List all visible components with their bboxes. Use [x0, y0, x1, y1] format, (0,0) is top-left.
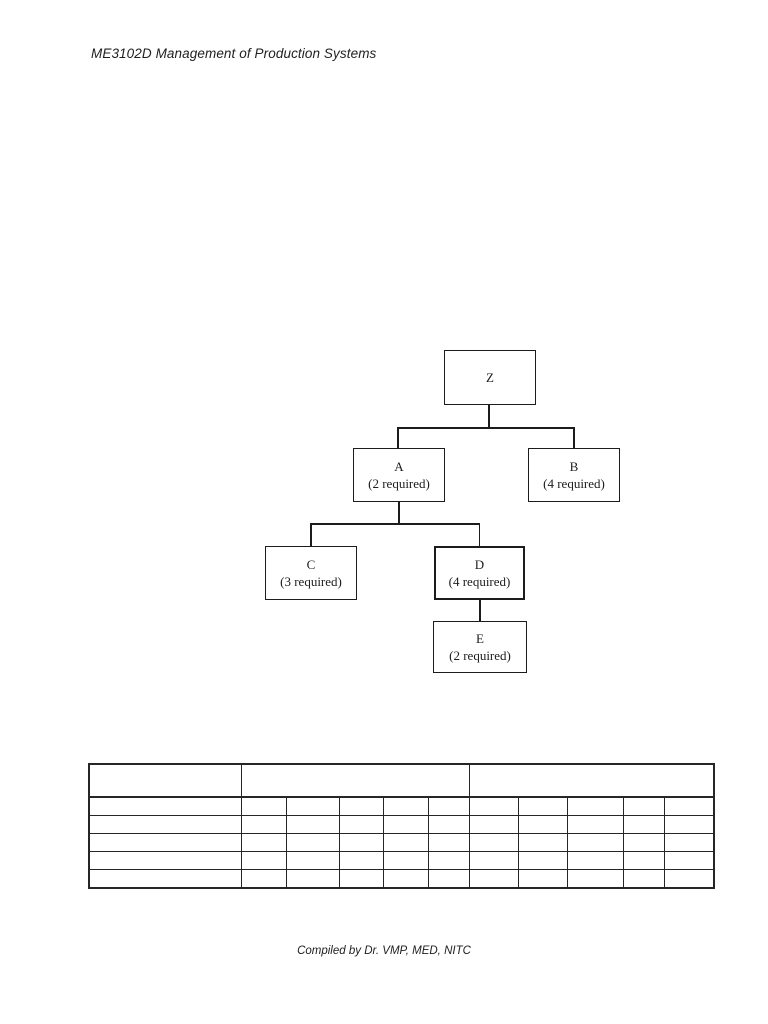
connector-a-drop	[398, 502, 400, 525]
table-cell	[622, 833, 665, 852]
table-cell	[427, 796, 470, 816]
connector-zab	[397, 427, 574, 429]
table-cell	[663, 869, 715, 889]
bom-node-z-label: Z	[486, 370, 494, 385]
bom-node-d-label: D	[474, 557, 485, 572]
table-cell	[338, 869, 384, 889]
bom-node-b: B (4 required)	[528, 448, 620, 502]
table-cell	[427, 815, 470, 834]
table-cell	[240, 869, 287, 889]
bom-node-e-label: E	[476, 631, 484, 646]
connector-c-riser	[310, 523, 312, 546]
table-cell	[566, 833, 624, 852]
bom-node-a: A (2 required)	[353, 448, 445, 502]
table-cell	[240, 833, 287, 852]
table-cell	[338, 796, 384, 816]
table-row	[88, 815, 715, 834]
table-cell	[88, 851, 242, 870]
table-cell	[88, 869, 242, 889]
bom-node-b-label: B	[569, 459, 579, 474]
table-cell	[382, 851, 429, 870]
table-cell	[338, 815, 384, 834]
table-cell	[566, 851, 624, 870]
table-header-cell	[468, 763, 715, 798]
table-cell	[517, 815, 568, 834]
connector-z-drop	[488, 405, 490, 428]
bom-node-c: C (3 required)	[265, 546, 357, 600]
table-cell	[517, 869, 568, 889]
table-cell	[427, 833, 470, 852]
table-cell	[427, 869, 470, 889]
bom-node-a-qty: (2 required)	[368, 476, 430, 491]
bom-node-e: E (2 required)	[433, 621, 527, 673]
mrp-table-body	[88, 763, 715, 889]
table-cell	[240, 815, 287, 834]
table-row	[88, 833, 715, 852]
bom-node-a-label: A	[394, 459, 404, 474]
table-cell	[382, 869, 429, 889]
table-cell	[517, 796, 568, 816]
table-cell	[663, 815, 715, 834]
table-cell	[88, 833, 242, 852]
table-cell	[88, 815, 242, 834]
bom-node-c-qty: (3 required)	[280, 574, 342, 589]
table-cell	[468, 833, 519, 852]
bom-node-d: D (4 required)	[434, 546, 525, 600]
table-header-row	[88, 763, 715, 798]
table-cell	[622, 796, 665, 816]
table-header-cell	[88, 763, 242, 798]
table-cell	[240, 796, 287, 816]
table-cell	[382, 833, 429, 852]
footer-credit: Compiled by Dr. VMP, MED, NITC	[297, 945, 471, 957]
connector-d-riser	[478, 523, 480, 546]
table-cell	[663, 796, 715, 816]
connector-acd	[310, 523, 480, 525]
table-cell	[468, 796, 519, 816]
table-row	[88, 869, 715, 889]
table-cell	[566, 869, 624, 889]
table-cell	[517, 833, 568, 852]
table-cell	[622, 869, 665, 889]
connector-a-riser	[397, 427, 399, 448]
table-cell	[663, 833, 715, 852]
connector-b-riser	[573, 427, 575, 448]
table-cell	[622, 851, 665, 870]
table-row	[88, 796, 715, 816]
bom-node-e-qty: (2 required)	[449, 648, 511, 663]
table-cell	[622, 815, 665, 834]
table-cell	[240, 851, 287, 870]
bom-node-z: Z	[444, 350, 536, 405]
table-cell	[468, 869, 519, 889]
table-cell	[566, 796, 624, 816]
table-cell	[285, 851, 340, 870]
table-cell	[285, 869, 340, 889]
table-cell	[468, 851, 519, 870]
table-cell	[338, 833, 384, 852]
table-cell	[88, 796, 242, 816]
connector-e-drop	[479, 600, 481, 621]
table-cell	[382, 815, 429, 834]
table-cell	[285, 815, 340, 834]
table-cell	[285, 796, 340, 816]
table-row	[88, 851, 715, 870]
bom-node-c-label: C	[306, 557, 316, 572]
table-cell	[382, 796, 429, 816]
table-cell	[517, 851, 568, 870]
table-cell	[338, 851, 384, 870]
table-cell	[427, 851, 470, 870]
table-cell	[468, 815, 519, 834]
table-header-cell	[240, 763, 470, 798]
mrp-table	[88, 763, 715, 889]
page-title: ME3102D Management of Production Systems	[91, 46, 377, 61]
table-cell	[663, 851, 715, 870]
table-cell	[566, 815, 624, 834]
bom-node-b-qty: (4 required)	[543, 476, 605, 491]
table-cell	[285, 833, 340, 852]
bom-node-d-qty: (4 required)	[448, 574, 511, 589]
